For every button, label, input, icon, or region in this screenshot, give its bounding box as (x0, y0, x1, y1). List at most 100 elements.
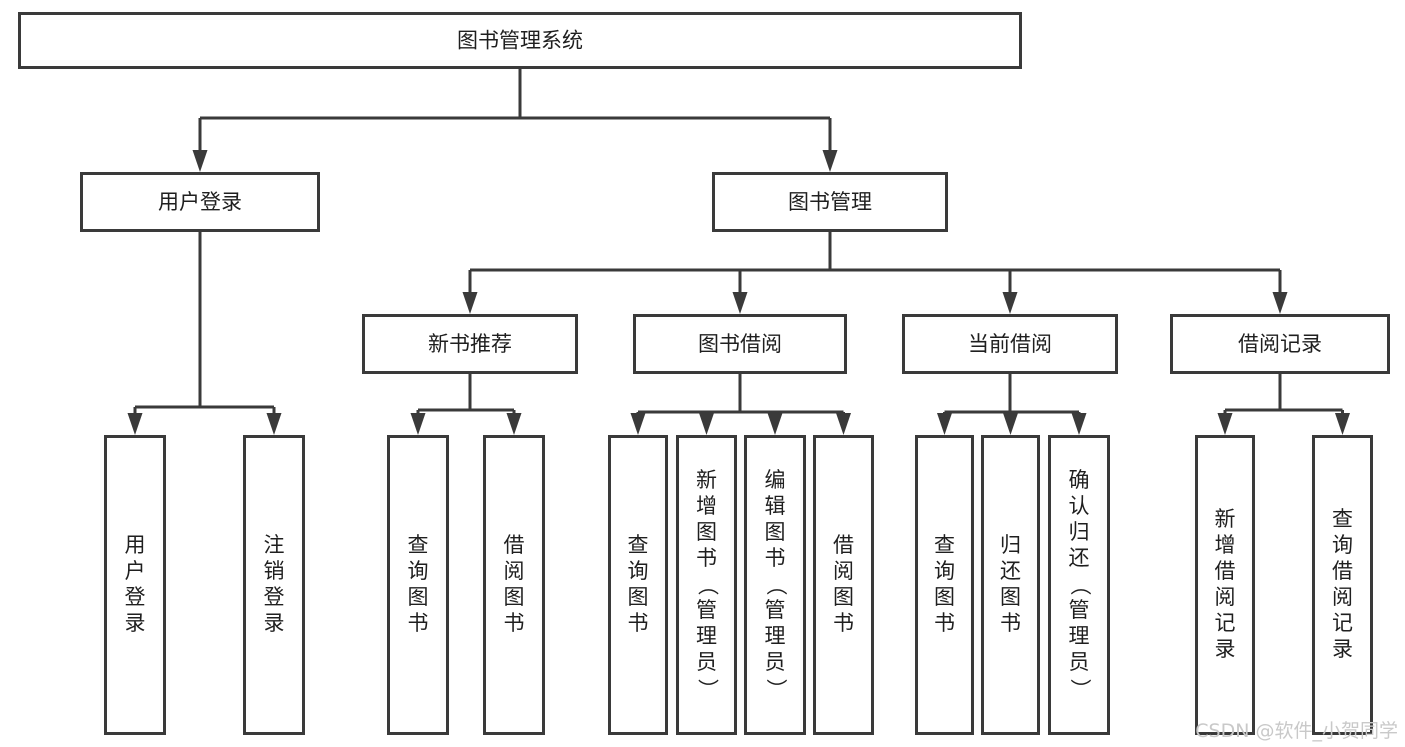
connector-arrowhead (410, 413, 426, 435)
connector-arrowhead (1003, 413, 1018, 435)
node-label-char: 记 (1332, 611, 1353, 635)
node-label-char: 图 (934, 585, 955, 609)
node-label-char: 录 (1332, 637, 1353, 661)
node-label-char: 查 (1332, 507, 1353, 531)
node-label-char: 图 (1000, 585, 1021, 609)
node-label-char: 管 (696, 598, 717, 622)
node-label-char: 新 (1215, 507, 1236, 531)
node-label-char: 登 (125, 585, 146, 609)
connector-arrowhead (822, 150, 838, 172)
node-label: 新书推荐 (428, 332, 512, 356)
node-box (915, 435, 974, 735)
node-label-char: 员 (696, 650, 717, 674)
node-user-login[interactable]: 用户登录 (80, 172, 320, 232)
node-label-char: 管 (765, 598, 786, 622)
node-new-book-recommend[interactable]: 新书推荐 (362, 314, 578, 374)
node-label-char: 书 (504, 611, 525, 635)
node-label-char: 辑 (765, 494, 786, 518)
node-label-char: 录 (125, 611, 146, 635)
node-box (981, 435, 1040, 735)
connector-arrowhead (732, 292, 748, 314)
node-label-char: 书 (934, 611, 955, 635)
node-box (243, 435, 305, 735)
node-label: 图书管理 (788, 190, 872, 214)
node-label-char: 注 (264, 533, 285, 557)
node-label-char: 借 (504, 533, 525, 557)
connector-arrowhead (1217, 413, 1233, 435)
connector-arrowhead (630, 413, 646, 435)
node-label-char: 记 (1215, 611, 1236, 635)
node-label-char: 询 (934, 559, 955, 583)
node-label-char: 管 (1069, 598, 1090, 622)
node-label-char: 阅 (504, 559, 525, 583)
node-label-char: 录 (264, 611, 285, 635)
node-label-char: 书 (1000, 611, 1021, 635)
connector-arrowhead (1002, 292, 1018, 314)
node-label-char: 录 (1215, 637, 1236, 661)
node-label-char: （ (1068, 575, 1092, 596)
node-label-char: 图 (408, 585, 429, 609)
node-label-char: 书 (408, 611, 429, 635)
node-book-manage[interactable]: 图书管理 (712, 172, 948, 232)
node-label-char: 图 (628, 585, 649, 609)
node-box (676, 435, 737, 735)
node-box (483, 435, 545, 735)
node-box (80, 172, 320, 232)
node-label-char: 归 (1069, 520, 1090, 544)
node-box (1048, 435, 1110, 735)
node-label-char: 图 (696, 520, 717, 544)
node-label-char: 阅 (1332, 585, 1353, 609)
node-label-char: 归 (1000, 533, 1021, 557)
node-label-char: 书 (628, 611, 649, 635)
node-label-char: 编 (765, 468, 786, 492)
node-label-char: 书 (696, 546, 717, 570)
node-box (18, 12, 1022, 69)
node-root[interactable]: 图书管理系统 (18, 12, 1022, 69)
node-box (1170, 314, 1390, 374)
node-label-char: 询 (628, 559, 649, 583)
node-label-char: 书 (765, 546, 786, 570)
node-label-char: 登 (264, 585, 285, 609)
node-label-char: 增 (696, 494, 717, 518)
node-label-char: 增 (1215, 533, 1236, 557)
node-label-char: 员 (1069, 650, 1090, 674)
watermark-label: CSDN @软件_小贺同学 (1195, 720, 1398, 742)
connector-arrowhead (462, 292, 478, 314)
node-label-char: 借 (833, 533, 854, 557)
node-book-borrow[interactable]: 图书借阅 (633, 314, 847, 374)
connector-arrowhead (266, 413, 282, 435)
connectors-layer (127, 69, 1350, 435)
node-label-char: 图 (833, 585, 854, 609)
node-box (744, 435, 806, 735)
node-label-char: （ (764, 575, 788, 596)
node-label-char: 理 (696, 624, 717, 648)
node-leaf-user-login[interactable]: 用户登录 (104, 435, 166, 735)
node-label: 图书借阅 (698, 332, 782, 356)
connector-arrowhead (1335, 413, 1350, 435)
node-label-char: 还 (1000, 559, 1021, 583)
node-label-char: 阅 (1215, 585, 1236, 609)
connector-arrowhead (937, 413, 952, 435)
connector-arrowhead (699, 413, 714, 435)
node-label-char: 借 (1332, 559, 1353, 583)
node-label-char: 图 (504, 585, 525, 609)
node-box (633, 314, 847, 374)
node-label-char: 图 (765, 520, 786, 544)
node-label-char: 询 (1332, 533, 1353, 557)
nodes-layer: 图书管理系统用户登录图书管理新书推荐图书借阅当前借阅借阅记录用户登录注销登录查询… (18, 12, 1390, 735)
node-borrow-record[interactable]: 借阅记录 (1170, 314, 1390, 374)
node-current-borrow[interactable]: 当前借阅 (902, 314, 1118, 374)
